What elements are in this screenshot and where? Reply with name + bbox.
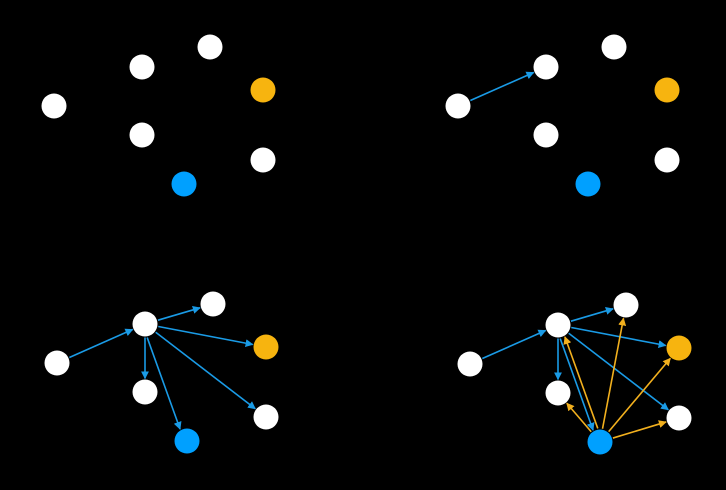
node-d-target — [654, 77, 680, 103]
panel-step-4 — [457, 292, 692, 455]
node-c-default — [613, 292, 639, 318]
panel-step-1 — [41, 34, 276, 197]
node-a-default — [457, 351, 483, 377]
node-f-default — [250, 147, 276, 173]
edge-b-to-c — [157, 306, 201, 321]
node-g-source — [575, 171, 601, 197]
node-g-source — [171, 171, 197, 197]
edge-b-to-f — [155, 331, 256, 410]
node-a-default — [41, 93, 67, 119]
node-c-default — [197, 34, 223, 60]
node-e-default — [545, 380, 571, 406]
node-f-default — [666, 405, 692, 431]
node-g-source — [587, 429, 613, 455]
panel-step-2 — [445, 34, 680, 197]
node-d-target — [666, 335, 692, 361]
node-a-default — [445, 93, 471, 119]
node-b-default — [129, 54, 155, 80]
node-c-default — [200, 291, 226, 317]
node-e-default — [132, 379, 158, 405]
edge-a-to-b — [69, 328, 134, 359]
edge-b-to-d — [571, 326, 667, 349]
edge-a-to-b — [482, 329, 547, 360]
edge-g-to-d — [608, 357, 671, 433]
edge-a-to-b — [470, 71, 535, 102]
edge-b-to-c — [570, 307, 614, 322]
node-e-default — [533, 122, 559, 148]
node-d-target — [250, 77, 276, 103]
node-g-source — [174, 428, 200, 454]
edge-b-to-d — [158, 325, 254, 348]
edge-b-to-g — [559, 338, 595, 431]
node-c-default — [601, 34, 627, 60]
edge-g-to-c — [601, 317, 627, 429]
panel-step-3 — [44, 291, 279, 454]
node-b-default — [545, 312, 571, 338]
node-b-default — [132, 311, 158, 337]
edge-b-to-g — [146, 337, 182, 430]
edge-g-to-e — [566, 402, 592, 433]
node-f-default — [654, 147, 680, 173]
node-d-target — [253, 334, 279, 360]
edge-g-to-f — [612, 420, 667, 439]
node-f-default — [253, 404, 279, 430]
node-a-default — [44, 350, 70, 376]
node-e-default — [129, 122, 155, 148]
node-b-default — [533, 54, 559, 80]
edge-b-to-f — [568, 332, 669, 411]
edge-g-to-b — [563, 336, 599, 429]
